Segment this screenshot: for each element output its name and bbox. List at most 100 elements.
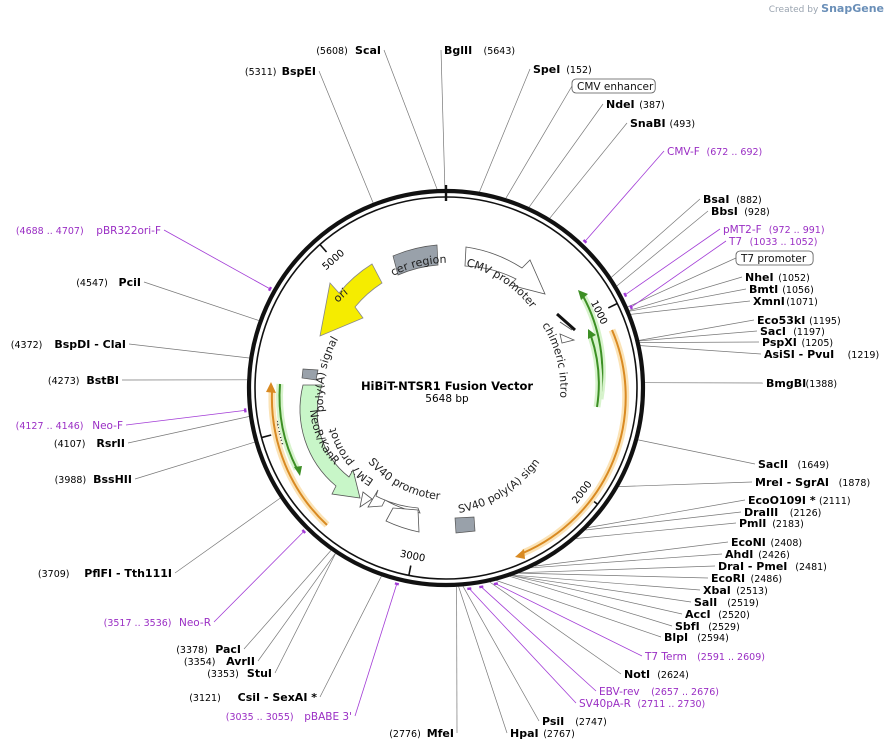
site-snabi[interactable]: SnaBI(493) [630,117,695,130]
site-bbsi[interactable]: BbsI(928) [711,205,770,218]
site-scai[interactable]: ScaI(5608) [316,44,381,57]
primer-position: (4127 .. 4146) [16,421,84,432]
site-leader-xbai [513,574,701,591]
site-csii-sexai[interactable]: CsiI - SexAI *(3121) [189,691,317,704]
boxed-label-cmv-enhancer[interactable]: CMV enhancer [571,78,656,94]
site-asisi-pvui[interactable]: AsiSI - PvuI(1219) [764,348,879,361]
site-pmli[interactable]: PmlI (2183) [739,517,804,530]
boxed-label-t7-promoter[interactable]: T7 promoter [735,250,814,266]
site-leader-ecori [519,572,709,579]
site-psii[interactable]: PsiI(2747) [542,715,607,728]
primer-pbabe-3[interactable]: pBABE 3'(3035 .. 3055) [226,711,352,723]
feature-neor-kanr[interactable]: NeoR/KanR [299,384,361,499]
primer-t7[interactable]: T7(1033 .. 1052) [728,236,817,248]
primer-neo-r[interactable]: Neo-R(3517 .. 3536) [104,617,211,629]
site-name: ScaI [355,44,381,57]
site-nhei[interactable]: NheI(1052) [745,271,810,284]
site-name: HpaI [510,727,539,740]
site-leader-econi [534,541,729,567]
primer-position: (1033 .. 1052) [750,237,818,248]
vector-title: HiBiT-NTSR1 Fusion Vector [361,379,533,393]
primer-ebv-rev[interactable]: EBV-rev(2657 .. 2676) [599,686,719,698]
site-sali[interactable]: SalI(2519) [694,596,759,609]
site-position: (2481) [795,562,827,573]
site-blpi[interactable]: BlpI(2594) [664,631,729,644]
feature-ori[interactable]: ori [319,263,383,337]
site-pflfi-tth111i[interactable]: PflFI - Tth111I(3709) [38,567,172,580]
site-eco53ki[interactable]: Eco53kI(1195) [757,314,841,327]
site-position: (2183) [772,519,804,530]
site-bglii[interactable]: BglII(5643) [444,44,515,57]
site-name: NdeI [606,98,635,111]
site-ecoo109i[interactable]: EcoO109I *(2111) [748,494,851,507]
site-name: SpeI [533,63,560,76]
site-drai-pmei[interactable]: DraI - PmeI(2481) [718,560,827,573]
boxed-label-text: CMV enhancer [577,81,654,93]
feature-sv40-promoter[interactable]: SV40 promoter [366,455,442,533]
site-pspxi[interactable]: PspXI(1205) [762,336,833,349]
feature-sv40-polya-signal[interactable]: SV40 poly(A) signal [0,0,542,534]
site-bsshii[interactable]: BssHII(3988) [55,473,132,486]
site-paci[interactable]: PacI(3378) [176,643,241,656]
site-hpai[interactable]: HpaI(2767) [510,727,575,740]
site-mfei[interactable]: MfeI(2776) [389,727,454,740]
site-ahdi[interactable]: AhdI(2426) [725,548,790,561]
site-mrei-sgrai[interactable]: MreI - SgrAI(1878) [755,476,870,489]
site-name: BssHII [93,473,132,486]
site-draiii[interactable]: DraIII(2126) [744,506,821,519]
ring-tick-5000 [319,243,328,253]
site-ndei[interactable]: NdeI(387) [606,98,665,111]
site-stui[interactable]: StuI(3353) [207,667,272,680]
site-leader-bspei [318,70,374,203]
site-name: BspEI [282,65,316,78]
site-bmgbi[interactable]: BmgBI(1388) [766,377,837,390]
primer-mark-pmt2-f [623,292,628,298]
site-ecori[interactable]: EcoRI(2486) [711,572,782,585]
primer-leader-t7-term [495,583,643,657]
site-leader-bbsi [616,210,709,287]
primer-pbr322ori-f[interactable]: pBR322ori-F(4688 .. 4707) [16,225,161,237]
site-position: (2519) [727,598,759,609]
site-name: BspDI - ClaI [54,338,126,351]
feature-cmv-promoter[interactable]: CMV promoter [464,246,546,311]
site-leader-bglii [440,49,446,190]
ring-tick-1000 [607,302,618,309]
site-leader-mrei-sgrai [618,481,753,487]
boxed-label-frame [735,250,814,266]
site-sbfi[interactable]: SbfI(2529) [675,620,740,633]
primer-t7-term[interactable]: T7 Term(2591 .. 2609) [644,651,765,663]
site-econi[interactable]: EcoNI(2408) [731,536,802,549]
site-bsai[interactable]: BsaI(882) [703,193,762,206]
site-spei[interactable]: SpeI(152) [533,63,592,76]
site-saci[interactable]: SacI(1197) [760,325,825,338]
primer-position: (4688 .. 4707) [16,226,84,237]
site-rsrii[interactable]: RsrII(4107) [54,437,125,450]
feature-cer-region[interactable]: cer region [389,244,447,279]
site-xmni[interactable]: XmnI(1071) [753,295,818,308]
site-position: (2426) [758,550,790,561]
site-leader-snabi [549,122,628,219]
site-name: NheI [745,271,774,284]
site-avrii[interactable]: AvrII(3354) [184,655,255,668]
site-bspdi-clai[interactable]: BspDI - ClaI(4372) [11,338,126,351]
site-leader-asisi-pvui [640,345,762,355]
site-pcii[interactable]: PciI(4547) [76,276,141,289]
site-position: (1195) [809,316,841,327]
primer-leader-neo-f [125,410,246,426]
site-name: PmlI [739,517,766,530]
primer-pmt2-f[interactable]: pMT2-F(972 .. 991) [723,224,825,236]
site-acci[interactable]: AccI(2520) [685,608,750,621]
primer-sv40pa-r[interactable]: SV40pA-R(2711 .. 2730) [579,698,705,710]
site-name: PsiI [542,715,564,728]
primer-neo-f[interactable]: Neo-F(4127 .. 4146) [16,420,123,432]
site-leader-lines [121,49,764,734]
primer-cmv-f[interactable]: CMV-F(672 .. 692) [667,146,762,158]
site-sacii[interactable]: SacII(1649) [758,458,829,471]
boxed-feature-labels: CMV enhancer T7 promoter [571,78,814,266]
site-noti[interactable]: NotI(2624) [624,668,689,681]
site-bmti[interactable]: BmtI(1056) [749,283,814,296]
site-position: (4107) [54,439,86,450]
site-xbai[interactable]: XbaI(2513) [703,584,768,597]
site-bstbi[interactable]: BstBI(4273) [48,374,119,387]
site-bspei[interactable]: BspEI(5311) [245,65,316,78]
